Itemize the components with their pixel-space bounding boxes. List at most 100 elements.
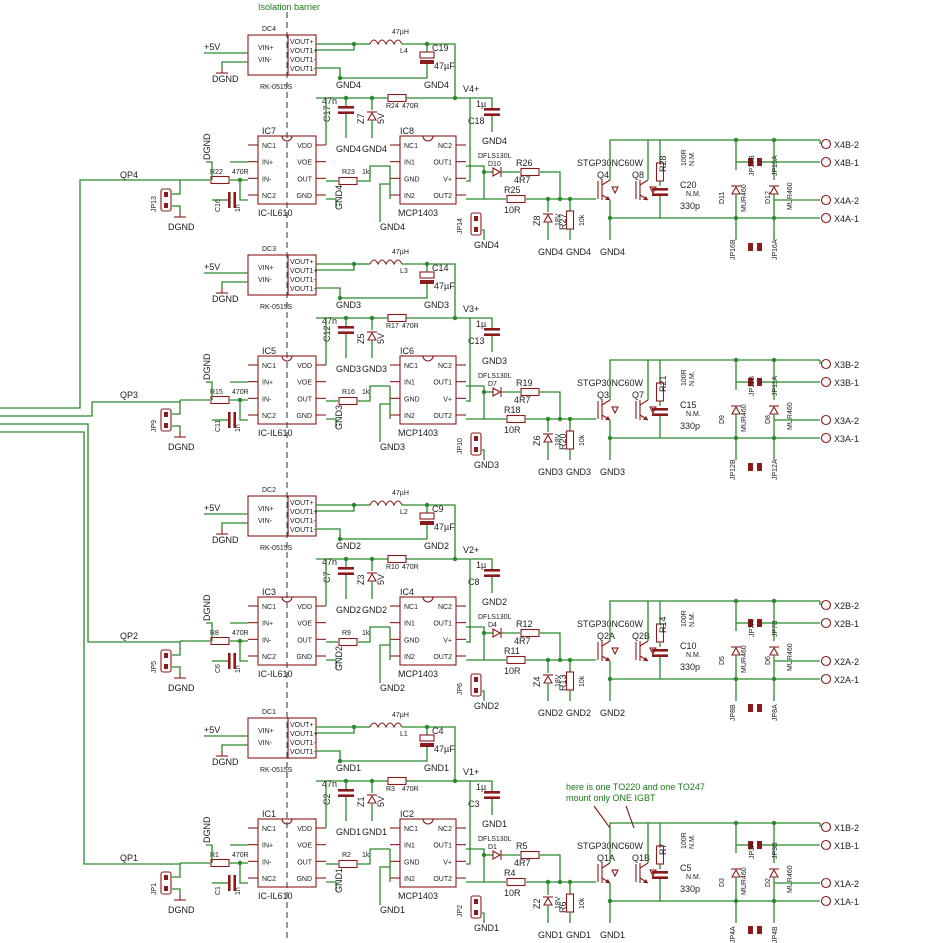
wire	[540, 632, 561, 660]
capacitor-value: 47µF	[434, 744, 455, 754]
connector-label: X4A-1	[834, 214, 859, 224]
freewheel-diode	[769, 405, 779, 415]
dgnd-label: DGND	[202, 816, 212, 843]
resistor-value: 470R	[402, 103, 419, 110]
capacitor-ref: C16	[215, 199, 222, 212]
ic-pin-label: VOE	[297, 621, 312, 628]
igbt-ref: Q1B	[632, 853, 650, 863]
capacitor-plate	[338, 331, 354, 334]
jumper-pad	[474, 227, 478, 232]
wire	[316, 64, 428, 79]
ceramic-capacitor	[338, 326, 354, 329]
junction	[733, 137, 739, 143]
ic-pin-label: GND	[296, 413, 312, 420]
ic-notch	[422, 818, 434, 825]
gate-diode	[492, 850, 502, 860]
capacitor-plate	[652, 413, 668, 416]
resistor-ref: R22	[210, 169, 223, 176]
gate-jumper	[470, 432, 482, 456]
gate-resistor-4r7	[520, 387, 540, 397]
jumper-pad	[757, 704, 762, 712]
junction	[771, 357, 777, 363]
connector-label: X4A-2	[834, 196, 859, 206]
ic-pin-label: IN1	[404, 160, 415, 167]
wire	[221, 744, 248, 751]
capacitor-plate	[338, 111, 354, 114]
ic-pin-label: NC2	[438, 363, 452, 370]
channel-qp3: DC3RK-0515SVIN+VIN-VOUT+VOUT1+VOUT1-VOUT…	[120, 246, 859, 477]
capacitor-plate	[233, 192, 236, 208]
ic-pin-label: IN-	[262, 859, 272, 866]
junction	[771, 137, 777, 143]
jumper-pad	[757, 243, 762, 251]
rail-label: V2+	[463, 545, 479, 555]
gnd-label: GND2	[538, 708, 563, 718]
decoupling-capacitor	[484, 791, 500, 794]
output-jumper	[748, 378, 753, 386]
wire	[172, 425, 181, 432]
igbt-diode	[611, 186, 619, 195]
wire	[172, 400, 181, 415]
igbt-arrow	[605, 657, 610, 661]
gnd-label: GND3	[424, 300, 449, 310]
dcdc-body	[247, 254, 289, 296]
resistor-ref: R3	[386, 786, 395, 793]
wire	[239, 400, 248, 421]
snubber-capacitor	[652, 649, 668, 652]
isolator-ref: IC3	[262, 587, 276, 597]
resistor-value: 4R7	[514, 175, 531, 185]
resistor-value: 100R	[681, 832, 688, 849]
junction	[237, 397, 243, 403]
jumper-ref: JP15A	[772, 155, 779, 176]
capacitor-ref: C20	[680, 180, 697, 190]
capacitor-value: 330p	[680, 662, 700, 672]
wire	[172, 641, 181, 656]
channel-qp2: DC2RK-0515SVIN+VIN-VOUT+VOUT1+VOUT1-VOUT…	[120, 487, 859, 718]
resistor-ref: R2	[342, 852, 351, 859]
capacitor-plate	[338, 572, 354, 575]
resistor-ref: R17	[386, 323, 399, 330]
dgnd-label: DGND	[168, 442, 195, 452]
igbt-ref: Q7	[632, 390, 644, 400]
capacitor-plate	[484, 574, 500, 577]
series-resistor	[338, 176, 358, 186]
igbt-collector	[639, 862, 649, 869]
decoupling-capacitor	[484, 328, 500, 331]
resistor-ref: R7	[658, 843, 668, 855]
wire	[239, 641, 248, 662]
inductor-ref: L2	[400, 509, 408, 516]
dcdc-body-right	[287, 495, 317, 537]
resistor-value: 10R	[504, 666, 521, 676]
resistor-ref: R18	[504, 405, 521, 415]
diode-ref: D6	[765, 656, 772, 665]
jumper-ref: JP3B	[772, 842, 779, 859]
ic-pin-label: IN+	[262, 160, 273, 167]
jumper-ref: JP7B	[772, 620, 779, 637]
bridge-jumper	[748, 704, 753, 712]
ic-notch	[281, 596, 293, 603]
junction	[733, 598, 739, 604]
gate-zener	[543, 433, 553, 443]
wire	[0, 423, 180, 643]
isolator-ref: IC7	[262, 126, 276, 136]
connector-pad	[820, 414, 832, 426]
signal-label: QP3	[120, 390, 138, 400]
ic-pin-label: OUT2	[433, 876, 452, 883]
connector-label: X3A-1	[834, 434, 859, 444]
jumper-ref: JP13	[151, 196, 158, 212]
igbt-ref: Q2A	[597, 631, 615, 641]
gnd-label: GND2	[482, 597, 507, 607]
igbt-diode	[611, 869, 619, 878]
gnd-label: GND4	[424, 80, 449, 90]
wire	[402, 504, 456, 559]
gate-zener	[543, 674, 553, 684]
dcdc-ref: DC3	[262, 246, 276, 253]
gnd-label: GND1	[336, 827, 361, 837]
jumper-pad	[164, 412, 168, 417]
